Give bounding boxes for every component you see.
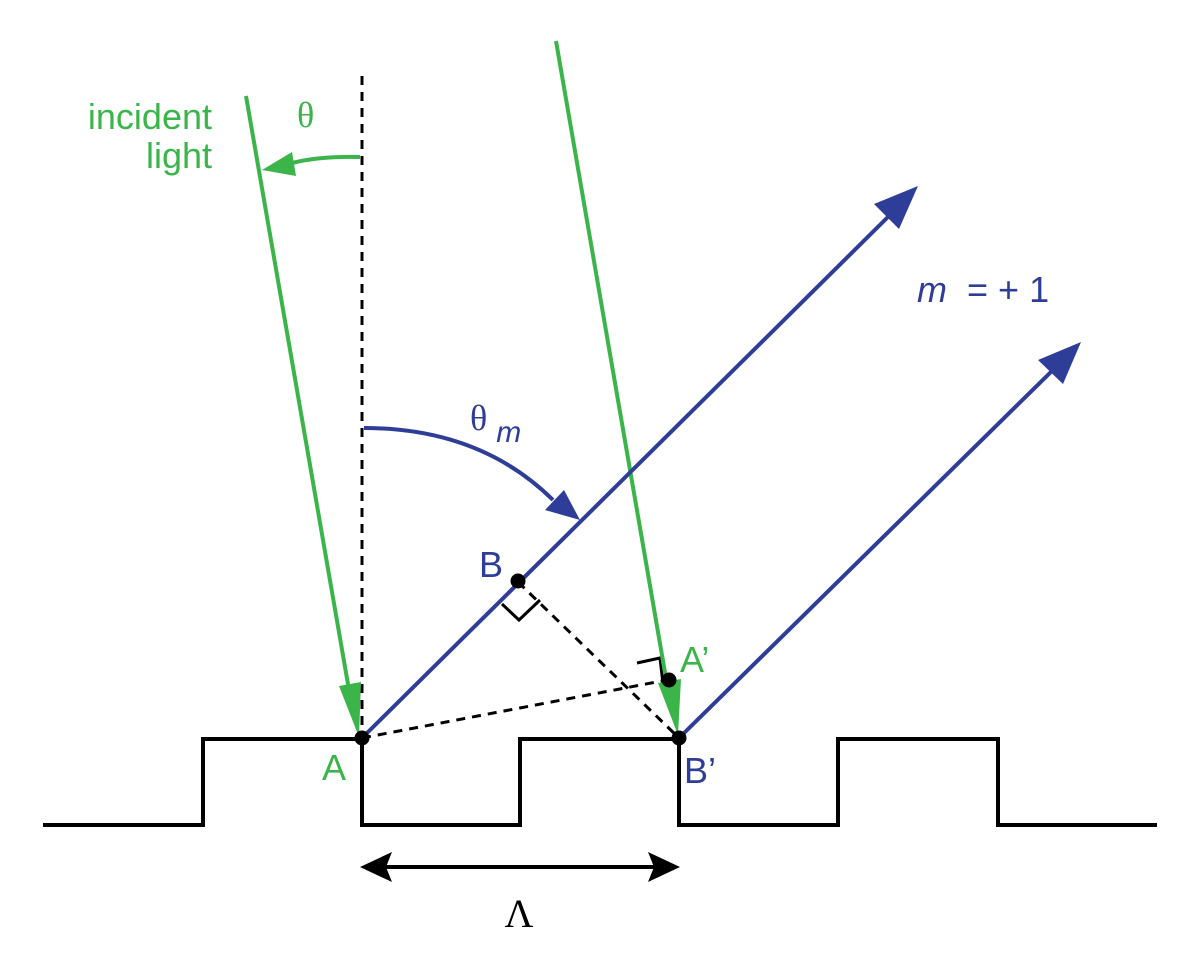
incident-ray-left	[244, 95, 351, 691]
incident-light-label-line1: incident	[88, 96, 212, 137]
period-label: Λ	[504, 891, 533, 936]
diffracted-ray-right-arrowhead	[1038, 342, 1081, 384]
incident-light-label-line2: light	[146, 135, 212, 176]
right-angle-mark-aprime	[636, 656, 665, 685]
point-a-dot	[354, 730, 370, 746]
diffracted-ray-right	[677, 364, 1059, 740]
wavefront-line-a-aprime	[361, 678, 668, 740]
order-m-symbol: m	[917, 269, 947, 310]
point-aprime-label: A’	[680, 639, 709, 680]
theta-arc	[291, 154, 361, 165]
diffraction-order-label: m = + 1	[917, 269, 1049, 310]
theta-m-label: θ m	[470, 398, 521, 449]
period-arrow-right-head	[648, 852, 680, 882]
point-bprime-label: B’	[684, 750, 716, 791]
theta-m-subscript: m	[496, 416, 521, 449]
incident-ray-right	[554, 40, 670, 691]
theta-arc-arrowhead	[262, 152, 296, 176]
theta-label: θ	[297, 95, 314, 135]
incident-ray-left-arrowhead	[339, 682, 361, 737]
point-b-label: B	[479, 544, 503, 585]
theta-m-arc	[363, 426, 555, 502]
diffracted-ray-left-arrowhead	[874, 186, 918, 229]
grating-profile	[43, 737, 1157, 827]
order-value: = + 1	[957, 269, 1049, 310]
incident-ray-right-arrowhead	[658, 679, 681, 735]
theta-m-base: θ	[470, 398, 487, 438]
point-b-dot	[510, 573, 526, 589]
wavefront-line-b-bprime	[516, 580, 681, 740]
point-a-label: A	[322, 747, 346, 788]
point-aprime-dot	[661, 672, 677, 688]
diffracted-ray-left	[360, 210, 895, 740]
point-bprime-dot	[671, 730, 687, 746]
right-angle-mark-b	[500, 598, 542, 623]
period-arrow-left-head	[360, 852, 392, 882]
theta-m-arc-arrowhead	[545, 490, 580, 520]
